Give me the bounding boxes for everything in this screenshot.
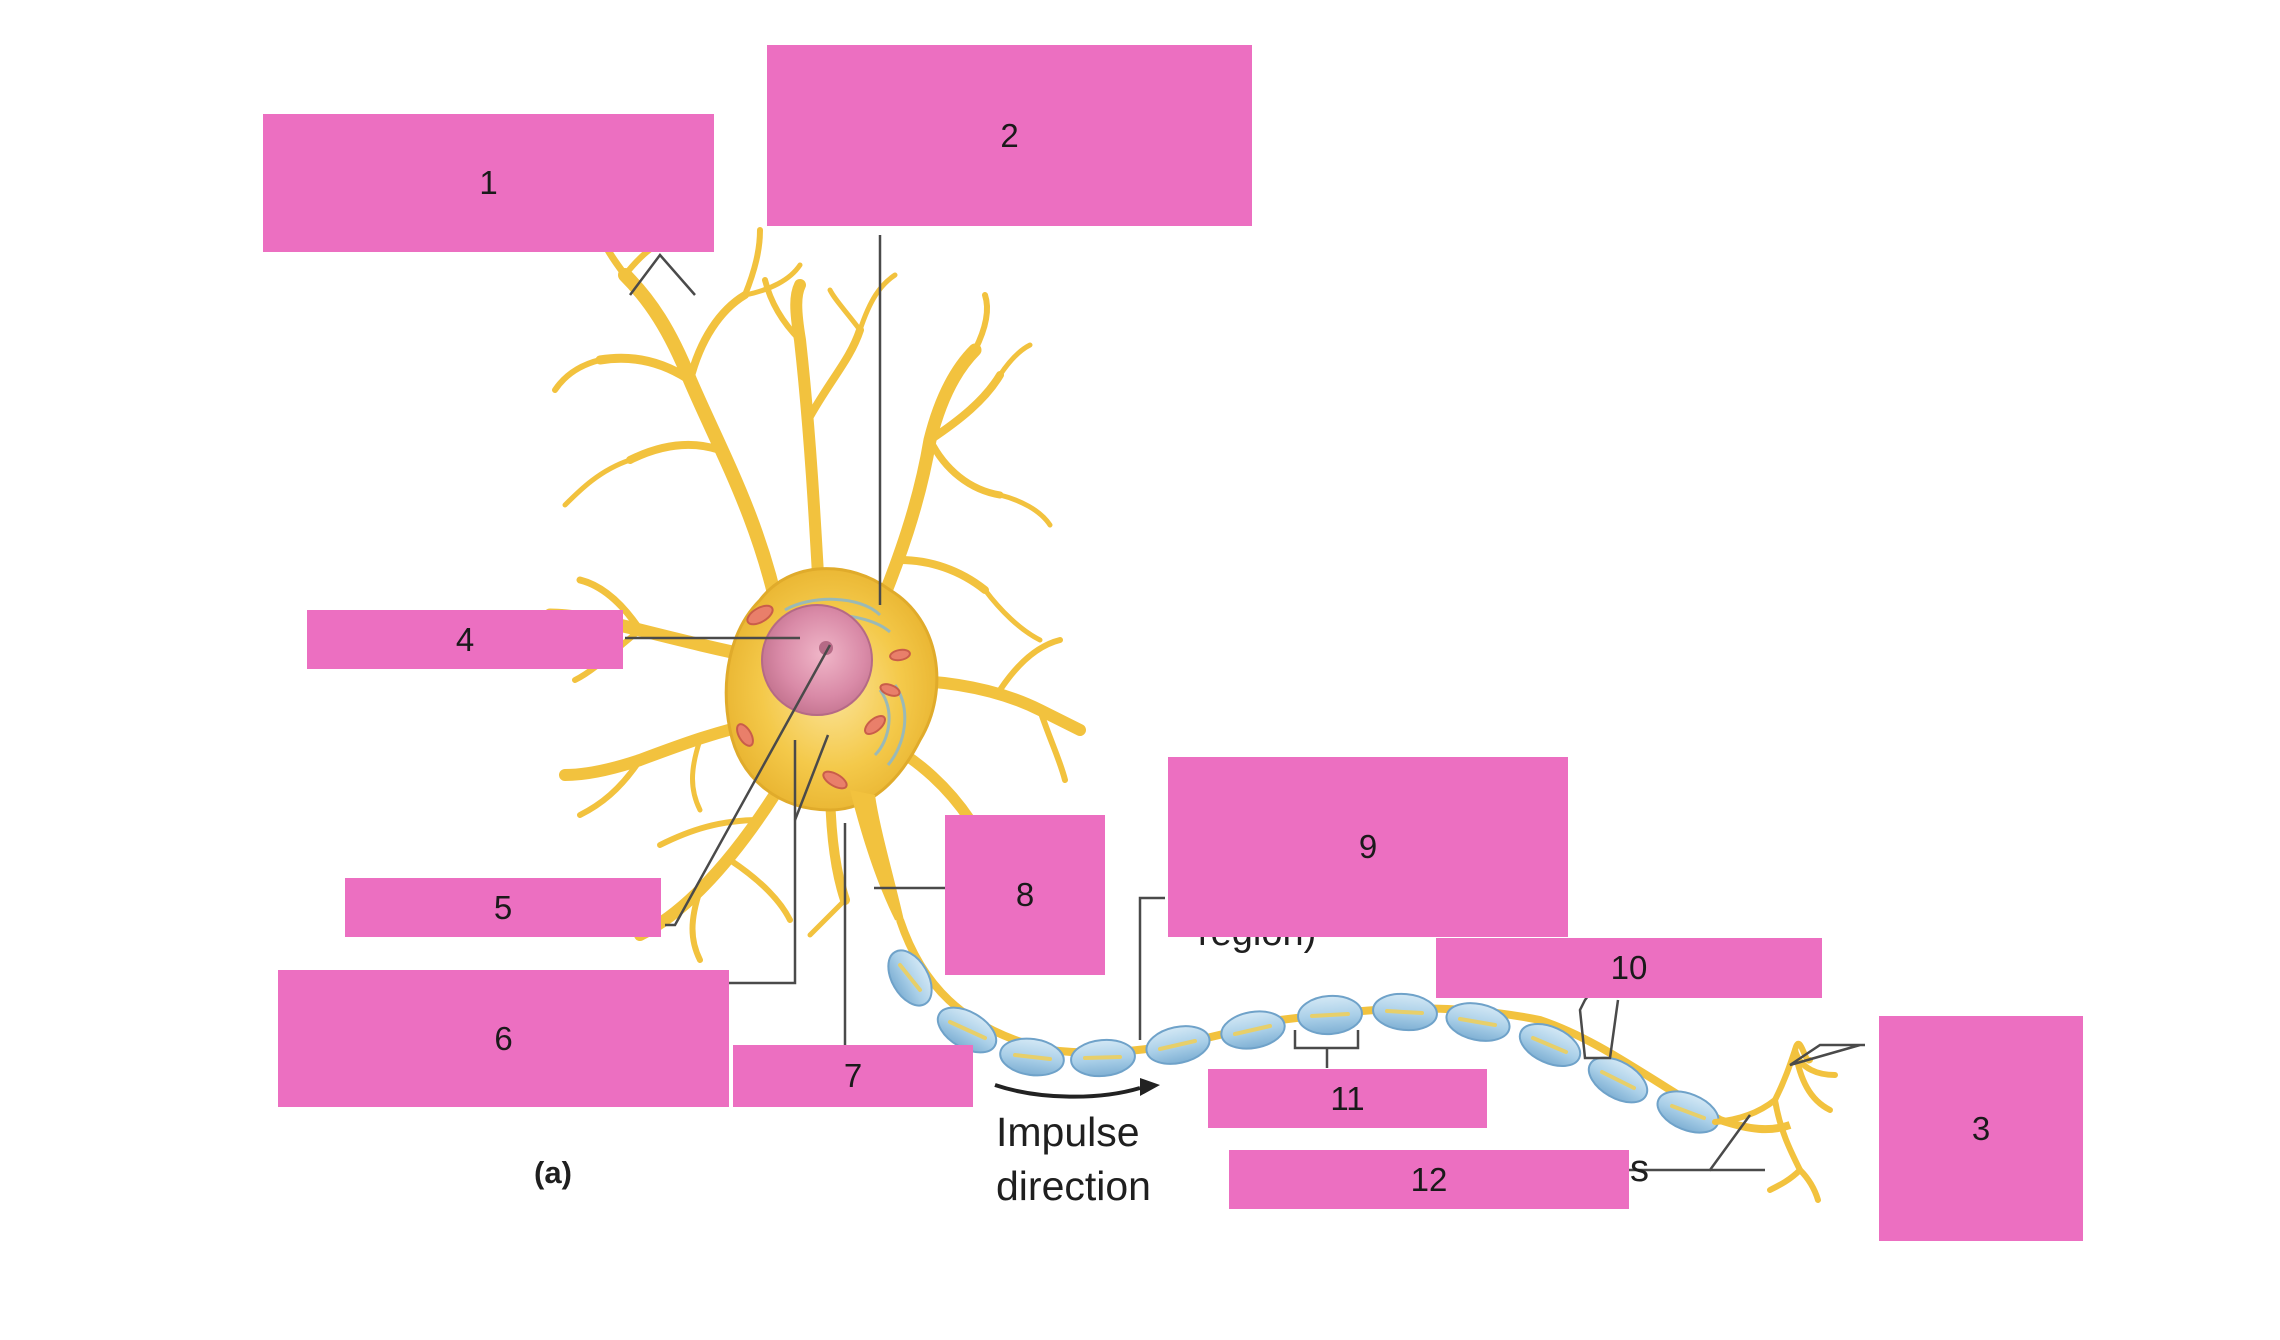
label-box-7[interactable]: 7: [733, 1045, 973, 1107]
figure-caption: (a): [534, 1155, 572, 1190]
label-number: 1: [479, 164, 498, 201]
label-box-1[interactable]: 1: [263, 114, 714, 252]
label-box-10[interactable]: 10: [1436, 938, 1822, 998]
leader-lines: [625, 235, 1865, 1172]
impulse-arrow: [994, 1083, 1141, 1099]
nucleus: [761, 604, 873, 716]
nucleolus: [819, 641, 833, 655]
label-number: 8: [1015, 876, 1035, 913]
partial-label-s: s: [1630, 1148, 1649, 1190]
impulse-line-1: Impulse: [996, 1109, 1140, 1155]
label-number: 6: [494, 1019, 513, 1057]
axon-hillock: [850, 790, 905, 925]
label-box-3[interactable]: 3: [1879, 1016, 2083, 1241]
label-box-4[interactable]: 4: [307, 610, 623, 669]
label-number: 10: [1610, 949, 1648, 986]
label-number: 5: [493, 888, 513, 926]
label-number: 11: [1330, 1079, 1365, 1117]
impulse-arrowhead: [1140, 1078, 1160, 1096]
impulse-line-2: direction: [996, 1163, 1151, 1209]
label-number: 12: [1410, 1160, 1448, 1198]
label-number: 7: [843, 1057, 863, 1094]
myelin-highlights: [898, 963, 1706, 1120]
label-box-2[interactable]: 2: [767, 45, 1252, 226]
label-box-6[interactable]: 6: [278, 970, 729, 1107]
label-box-11[interactable]: 11: [1208, 1069, 1487, 1128]
mitochondria: [736, 604, 911, 790]
label-box-5[interactable]: 5: [345, 878, 661, 937]
label-box-12[interactable]: 12: [1229, 1150, 1629, 1209]
label-box-9[interactable]: 9: [1168, 757, 1568, 937]
label-box-8[interactable]: 8: [945, 815, 1105, 975]
impulse-direction-label: Impulse direction: [996, 1105, 1151, 1213]
label-number: 3: [1971, 1109, 1991, 1147]
axon-terminals: [1712, 1040, 1838, 1203]
label-number: 9: [1358, 828, 1378, 865]
label-number: 4: [455, 620, 475, 658]
label-number: 2: [1000, 116, 1019, 154]
